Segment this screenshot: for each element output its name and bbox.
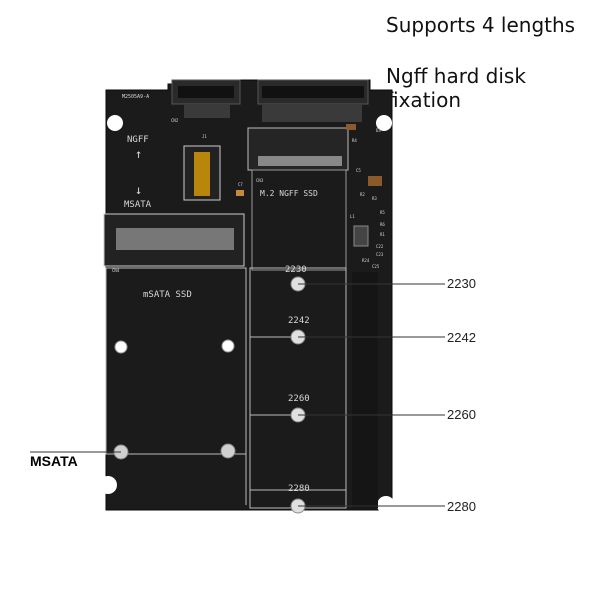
callout-2260: 2260 xyxy=(447,407,476,422)
resistor xyxy=(346,124,356,130)
headline-supports-lengths: Supports 4 lengths xyxy=(386,13,576,37)
label-j1: J1 xyxy=(202,134,207,139)
mount-marking-2242: 2242 xyxy=(288,316,310,326)
label-c7: C7 xyxy=(238,182,243,187)
label-d3: D3 xyxy=(376,128,381,133)
label-c22: C22 xyxy=(376,244,384,249)
chip-component xyxy=(353,225,369,247)
msata-socket xyxy=(103,213,245,267)
label-r1: R1 xyxy=(380,232,385,237)
m2-ngff-title: M.2 NGFF SSD xyxy=(260,189,318,198)
sata-connector xyxy=(171,79,369,122)
selector-switch xyxy=(183,145,221,201)
label-r2: R2 xyxy=(360,192,365,197)
msata-screw xyxy=(220,443,236,459)
label-c23: C23 xyxy=(376,252,384,257)
board-model-label: M2505A9-A xyxy=(122,94,149,100)
label-r5: R5 xyxy=(380,210,385,215)
mount-marking-2230: 2230 xyxy=(285,265,307,275)
capacitor-c7 xyxy=(236,190,244,196)
corner-hole-tr xyxy=(376,115,392,131)
m2-ngff-socket xyxy=(247,127,349,271)
corner-hole-br xyxy=(377,496,395,514)
msata-mount-hole xyxy=(221,339,235,353)
label-c25: C25 xyxy=(372,264,380,269)
mount-marking-2260: 2260 xyxy=(288,394,310,404)
corner-hole-tl xyxy=(107,115,123,131)
mount-marking-2280: 2280 xyxy=(288,484,310,494)
callout-2242: 2242 xyxy=(447,330,476,345)
msata-arrow-label: MSATA xyxy=(124,200,152,210)
label-r24: R24 xyxy=(362,258,370,263)
headline-ngff-fixation: Ngff hard disk fixation xyxy=(386,64,526,112)
label-cn4: CN4 xyxy=(112,268,120,273)
msata-ssd-title: mSATA SSD xyxy=(143,290,192,300)
label-c5: C5 xyxy=(356,168,361,173)
callout-msata: MSATA xyxy=(30,453,78,469)
up-arrow-icon: ↑ xyxy=(135,147,142,161)
down-arrow-icon: ↓ xyxy=(135,183,142,197)
label-r6: R6 xyxy=(380,222,385,227)
ngff-arrow-label: NGFF xyxy=(127,135,149,145)
callout-2230: 2230 xyxy=(447,276,476,291)
label-r3: R3 xyxy=(372,196,377,201)
callout-2280: 2280 xyxy=(447,499,476,514)
label-cn2: CN2 xyxy=(171,118,179,123)
msata-mount-hole xyxy=(114,340,128,354)
label-l1: L1 xyxy=(350,214,355,219)
label-r4: R4 xyxy=(352,138,357,143)
trace-strip xyxy=(352,272,378,508)
corner-hole-bl xyxy=(99,476,117,494)
capacitor xyxy=(368,176,382,186)
label-cn3: CN3 xyxy=(256,178,264,183)
